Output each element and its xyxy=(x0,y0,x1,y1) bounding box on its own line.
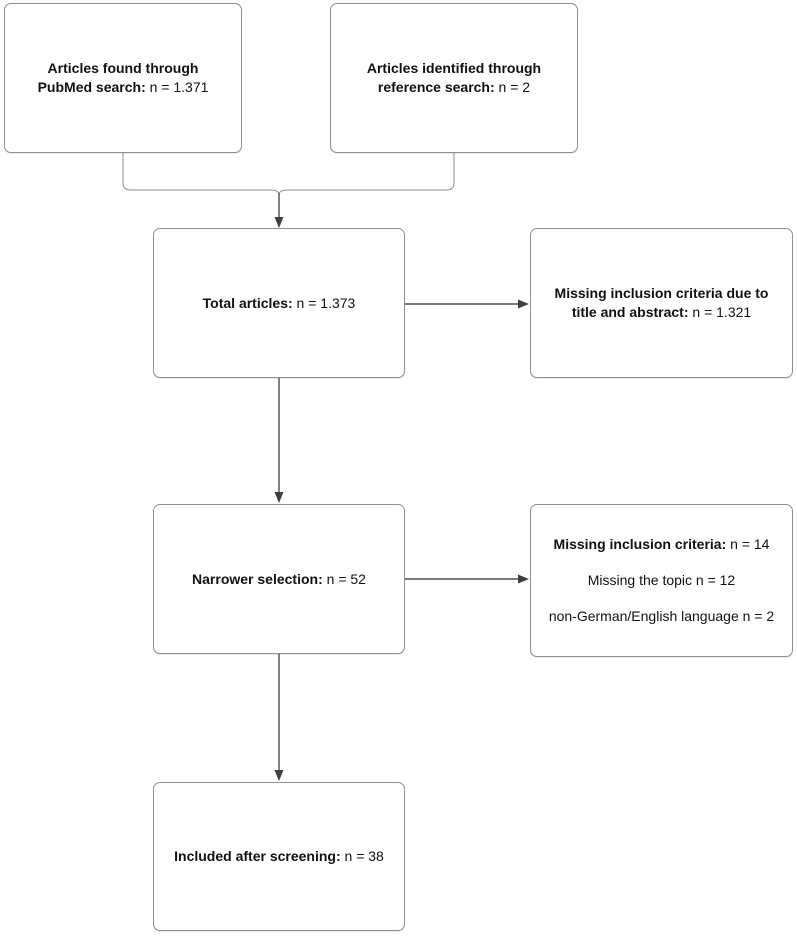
node-narrower-selection-text: Narrower selection: n = 52 xyxy=(192,570,366,589)
node-pubmed-search-value: n = 1.371 xyxy=(149,79,209,95)
node-exclusion-reasons: Missing inclusion criteria: n = 14 Missi… xyxy=(530,504,793,657)
exclusion-reason-line: non-German/English language n = 2 xyxy=(548,608,775,624)
node-reference-search-label: Articles identified through reference se… xyxy=(366,60,542,95)
exclusion-reason-line: Missing inclusion criteria: n = 14 xyxy=(554,537,770,552)
node-reference-search: Articles identified through reference se… xyxy=(330,3,578,153)
exclusion-reason-value: n = 14 xyxy=(730,536,770,552)
node-total-articles-label: Total articles: xyxy=(202,294,293,311)
exclusion-reason-label: Missing inclusion criteria: xyxy=(553,536,727,552)
node-total-articles-value: n = 1.373 xyxy=(296,294,356,311)
node-narrower-selection-value: n = 52 xyxy=(326,570,366,587)
node-narrower-selection: Narrower selection: n = 52 xyxy=(153,504,405,654)
arrowhead-merge-to-total xyxy=(274,217,284,228)
arrowhead-total-to-narrower xyxy=(274,492,284,503)
node-included-after-screening-label: Included after screening: xyxy=(174,848,341,864)
node-included-after-screening-value: n = 38 xyxy=(344,848,384,864)
connector-reference-to-merge xyxy=(278,153,455,196)
node-total-articles-text: Total articles: n = 1.373 xyxy=(203,294,356,313)
node-missing-title-abstract-value: n = 1.321 xyxy=(692,304,752,320)
node-missing-title-abstract: Missing inclusion criteria due to title … xyxy=(530,228,793,378)
arrowhead-narrower-to-included xyxy=(274,770,284,781)
node-pubmed-search-text: Articles found through PubMed search: n … xyxy=(38,59,209,97)
node-total-articles: Total articles: n = 1.373 xyxy=(153,228,405,378)
node-pubmed-search-label: Articles found through PubMed search: xyxy=(37,60,199,95)
node-missing-title-abstract-label: Missing inclusion criteria due to title … xyxy=(554,285,769,320)
node-reference-search-value: n = 2 xyxy=(498,79,531,95)
node-included-after-screening-text: Included after screening: n = 38 xyxy=(174,847,384,866)
node-included-after-screening: Included after screening: n = 38 xyxy=(153,782,405,931)
node-missing-title-abstract-text: Missing inclusion criteria due to title … xyxy=(555,284,769,322)
connector-pubmed-to-merge xyxy=(122,153,280,196)
node-narrower-selection-label: Narrower selection: xyxy=(192,570,323,587)
exclusion-reason-line: Missing the topic n = 12 xyxy=(587,572,736,588)
node-pubmed-search: Articles found through PubMed search: n … xyxy=(4,3,242,153)
arrowhead-narrower-to-reasons xyxy=(518,574,529,584)
node-reference-search-text: Articles identified through reference se… xyxy=(367,59,541,97)
arrowhead-total-to-missing-title xyxy=(518,299,529,309)
